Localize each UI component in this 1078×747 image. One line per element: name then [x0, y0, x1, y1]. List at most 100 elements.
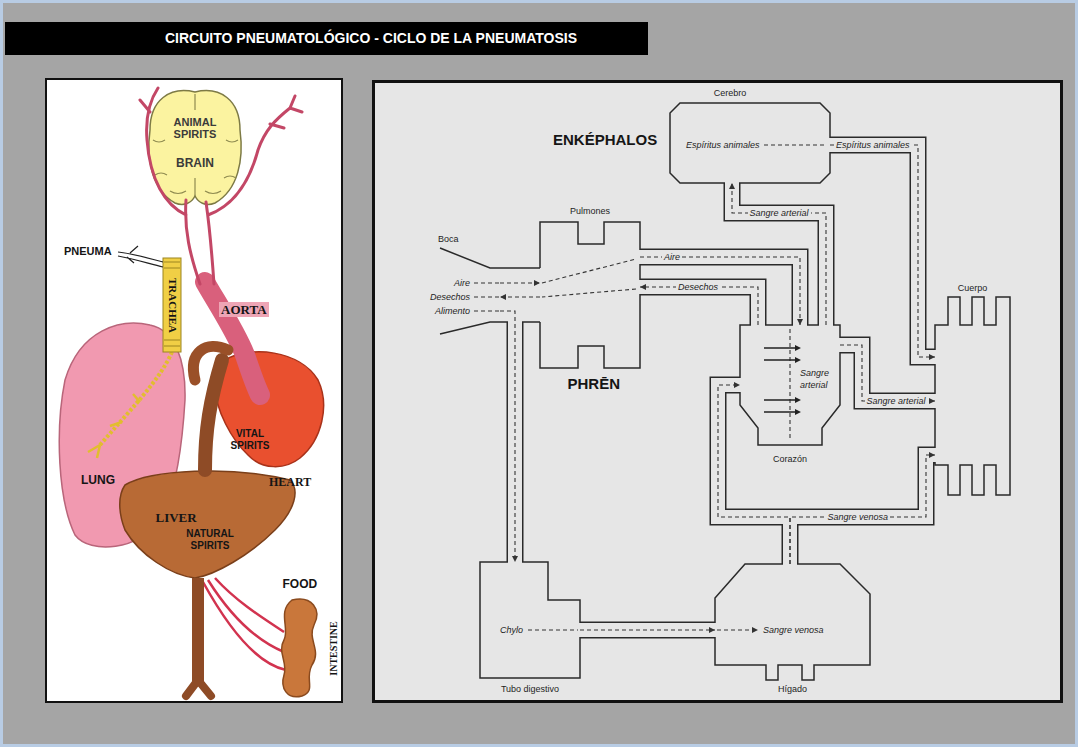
flow-connector — [500, 280, 540, 286]
flow-text: Chylo — [500, 623, 523, 637]
flow-text: Sangre arterial — [800, 367, 838, 391]
connector-line — [830, 145, 935, 357]
arrow-head — [640, 284, 646, 290]
heart-organ — [215, 352, 324, 467]
chamber-heading: Tubo digestivo — [480, 682, 580, 696]
flow-connector — [640, 257, 803, 325]
heart-chamber: Sangre arterialCorazón — [740, 325, 840, 445]
heart-arrows — [764, 348, 795, 412]
organ-label: HEART — [269, 475, 311, 489]
chamber-heading: Cuerpo — [935, 281, 1010, 295]
arrow-head — [929, 398, 935, 404]
pipe-wall — [636, 287, 758, 329]
pipe-interior — [836, 345, 939, 401]
brain-chamber: CerebroEspíritus animales — [670, 103, 830, 183]
mouth-opening — [440, 248, 546, 334]
flow-connector — [790, 452, 935, 564]
brain-fissure — [153, 94, 238, 196]
gut-chamber: ChyloTubo digestivo — [480, 562, 580, 678]
iliac-veins — [186, 680, 211, 696]
inferior-vena-cava — [192, 578, 204, 682]
brain-organ — [149, 91, 241, 205]
organ-label: VITAL SPIRITS — [222, 428, 278, 452]
flow-text: Sangre venosa — [763, 623, 824, 637]
pipe-interiors — [515, 145, 939, 630]
organ-label: ANIMAL SPIRITS — [164, 116, 226, 140]
arrow-head — [929, 354, 935, 360]
connector-line — [640, 257, 800, 325]
liver-chamber — [715, 564, 870, 680]
connector-line — [840, 345, 935, 401]
edge-label: Sangre arterial — [748, 208, 811, 219]
pipe-interior — [732, 179, 826, 329]
organ-label: AORTA — [219, 302, 269, 317]
lung-chamber — [540, 222, 640, 368]
chamber-heading: Pulmones — [540, 204, 640, 218]
arrow-head — [729, 183, 735, 189]
arrow-head — [709, 627, 715, 633]
flow-text: Espíritus animales — [686, 138, 760, 152]
pneuma-lines — [118, 246, 163, 267]
flow-connector — [500, 311, 518, 562]
edge-label: Aire — [662, 252, 682, 263]
edge-label: Sangre venosa — [826, 512, 891, 523]
body-chamber — [935, 297, 1010, 495]
flow-head — [752, 627, 758, 633]
edge-label: Espíritus animales — [834, 140, 912, 151]
arrow-head — [734, 382, 740, 388]
pipe-wall — [576, 622, 719, 639]
flow-dash — [474, 145, 826, 630]
pipe-interior — [636, 257, 800, 329]
organ-label: NATURAL SPIRITS — [179, 528, 241, 552]
trachea-rings — [164, 262, 180, 346]
connector-line — [790, 455, 935, 564]
portal-vessels — [203, 578, 286, 670]
intestine-organ — [282, 599, 317, 697]
pipe-interior — [718, 385, 939, 517]
vena-cava — [205, 360, 222, 470]
chamber-heading: Hígado — [715, 682, 870, 696]
mouth-opening: BocaAireDesechosAlimento — [416, 276, 500, 318]
arrow-head — [929, 452, 935, 458]
arrow-head — [500, 294, 506, 300]
liver-organ — [120, 471, 295, 578]
flow-connector — [580, 627, 715, 633]
brain-chamber — [670, 103, 830, 183]
organ-label: LUNG — [81, 473, 115, 487]
flow-connector — [830, 145, 935, 360]
nerve-vessels — [140, 88, 302, 284]
organ-label: BRAIN — [176, 156, 214, 170]
organ-label: FOOD — [283, 577, 318, 591]
chamber-heading: Corazón — [740, 452, 840, 466]
edge-label: Desechos — [676, 282, 720, 293]
pipe-wall — [826, 145, 939, 357]
trachea-tube — [163, 258, 181, 352]
liver-chamber: Sangre venosaHígado — [715, 564, 870, 665]
gut-chamber — [480, 562, 580, 678]
pipe-interior — [576, 623, 719, 637]
connector-line — [640, 287, 758, 325]
pulmonary-vessel — [193, 347, 228, 380]
title-text: CIRCUITO PNEUMATOLÓGICO - CICLO DE LA PN… — [165, 22, 577, 55]
region-label: ENKÉPHALOS — [553, 131, 657, 149]
connector-line — [580, 629, 715, 630]
flow-text: Alimento — [416, 304, 470, 318]
region-label: PHRĒN — [568, 375, 621, 393]
chamber-heading: Boca — [438, 232, 459, 246]
title-bar: CIRCUITO PNEUMATOLÓGICO - CICLO DE LA PN… — [5, 22, 648, 55]
body-chamber: Cuerpo — [935, 325, 1010, 465]
bronchus-branches — [88, 394, 140, 458]
chambers — [480, 103, 1010, 680]
arrow-head — [797, 319, 803, 325]
connector-line — [732, 183, 826, 325]
pipe-wall — [636, 257, 800, 329]
pipe-walls — [515, 145, 939, 630]
organ-label: PNEUMA — [64, 245, 112, 258]
organ-label: LIVER — [156, 511, 197, 525]
connector-line — [500, 311, 515, 562]
organ-label: TRACHEA — [166, 275, 179, 334]
